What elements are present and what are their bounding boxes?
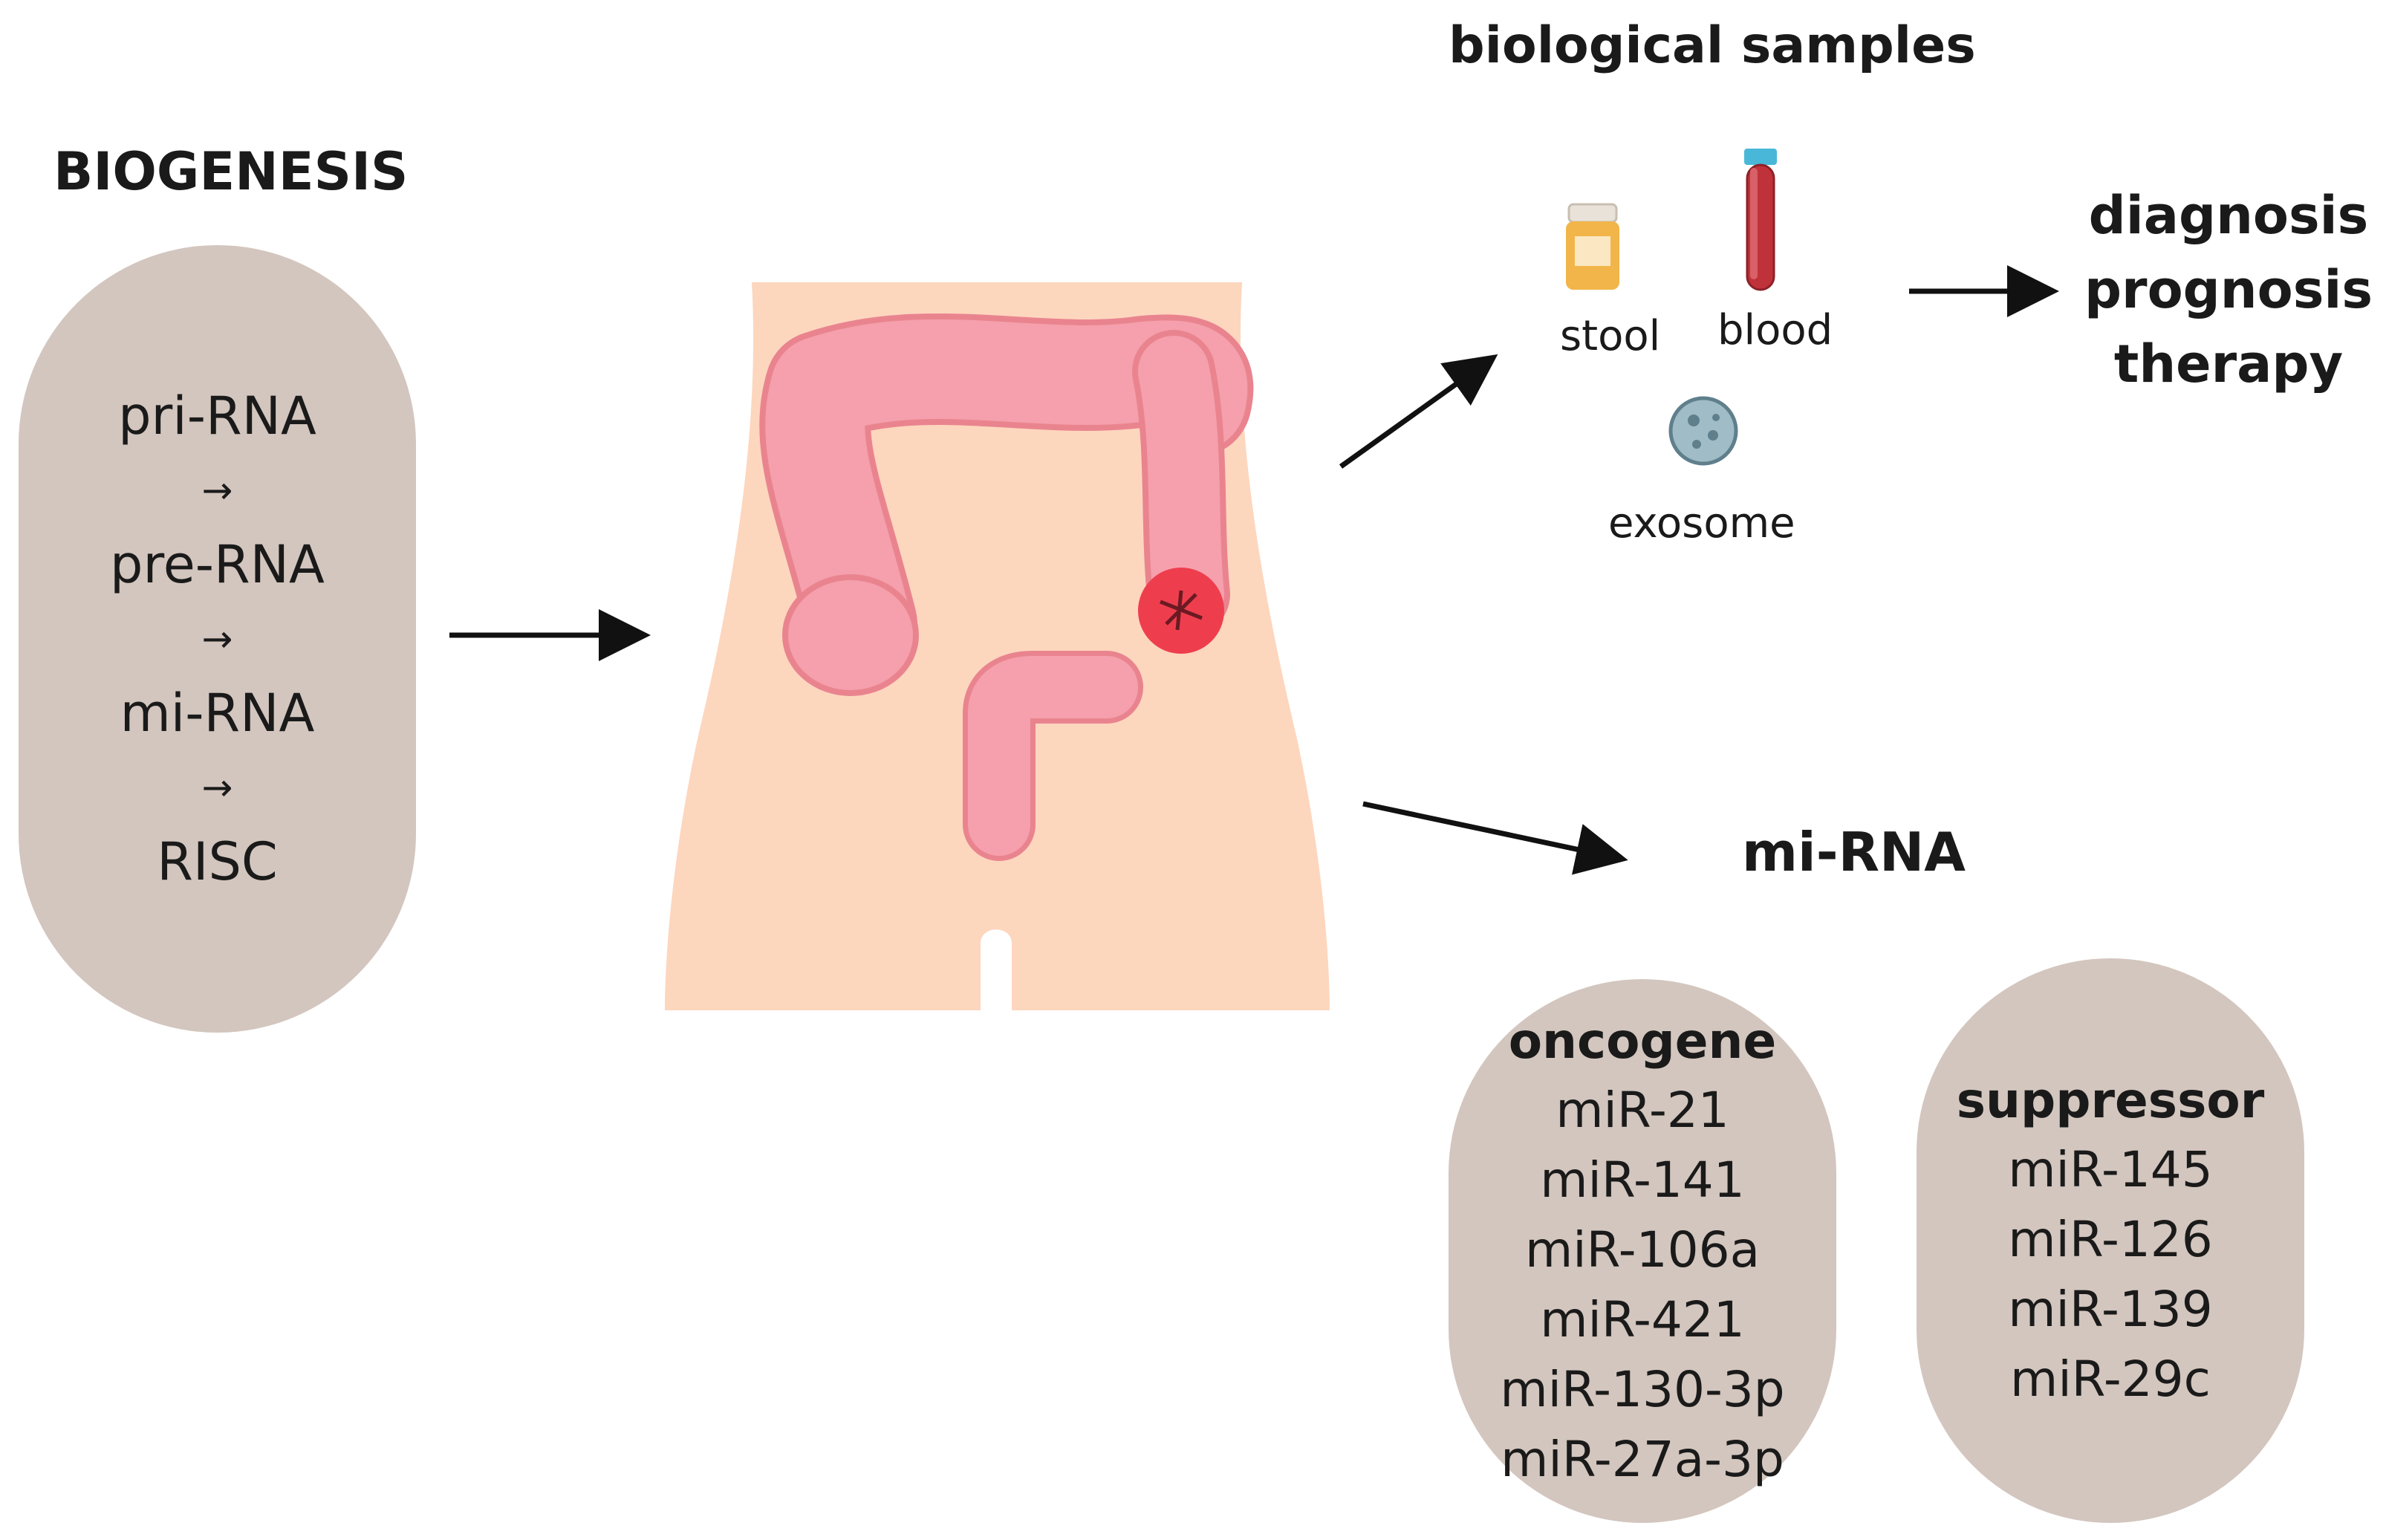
stool-jar-icon (1566, 203, 1619, 290)
outcomes-list: diagnosis prognosis therapy (2080, 178, 2377, 401)
sample-label-exosome: exosome (1608, 499, 1795, 548)
blood-tube-icon (1744, 149, 1777, 291)
biogenesis-pathway-box: pri-RNA → pre-RNA → mi-RNA → RISC (19, 245, 416, 1033)
arrow-body-to-mirna (1362, 801, 1628, 875)
oncogene-box: oncogene miR-21 miR-141 miR-106a miR-421… (1449, 979, 1836, 1523)
biogenesis-step-pre-rna: pre-RNA (110, 534, 325, 595)
step-arrow-icon: → (201, 469, 233, 512)
samples-title: biological samples (1449, 16, 1976, 75)
oncogene-item: miR-27a-3p (1501, 1431, 1784, 1488)
biogenesis-step-pri-rna: pri-RNA (118, 386, 316, 446)
suppressor-heading: suppressor (1956, 1072, 2265, 1129)
biogenesis-step-mi-rna: mi-RNA (120, 683, 315, 744)
suppressor-item: miR-139 (2008, 1281, 2213, 1338)
biogenesis-step-risc: RISC (157, 831, 278, 892)
outcome-therapy: therapy (2113, 334, 2344, 394)
oncogene-heading: oncogene (1508, 1013, 1777, 1070)
mirna-title: mi-RNA (1742, 821, 1966, 883)
arrow-body-to-samples (1339, 354, 1498, 469)
oncogene-item: miR-106a (1524, 1221, 1761, 1279)
step-arrow-icon: → (201, 766, 233, 809)
biogenesis-title: BIOGENESIS (53, 141, 409, 202)
oncogene-item: miR-21 (1556, 1082, 1729, 1139)
oncogene-item: miR-141 (1540, 1151, 1745, 1209)
suppressor-item: miR-29c (2010, 1351, 2211, 1408)
outcome-prognosis: prognosis (2084, 259, 2373, 320)
step-arrow-icon: → (201, 617, 233, 660)
oncogene-item: miR-130-3p (1500, 1361, 1785, 1418)
exosome-icon (1668, 396, 1738, 466)
oncogene-item: miR-421 (1540, 1291, 1745, 1348)
suppressor-box: suppressor miR-145 miR-126 miR-139 miR-2… (1917, 958, 2304, 1523)
sample-label-blood: blood (1717, 306, 1833, 354)
suppressor-item: miR-145 (2008, 1141, 2213, 1198)
sample-label-stool: stool (1560, 312, 1661, 360)
outcome-diagnosis: diagnosis (2088, 185, 2369, 246)
suppressor-item: miR-126 (2008, 1211, 2213, 1268)
colon-illustration (759, 313, 1254, 861)
colon-cecum (782, 574, 919, 696)
